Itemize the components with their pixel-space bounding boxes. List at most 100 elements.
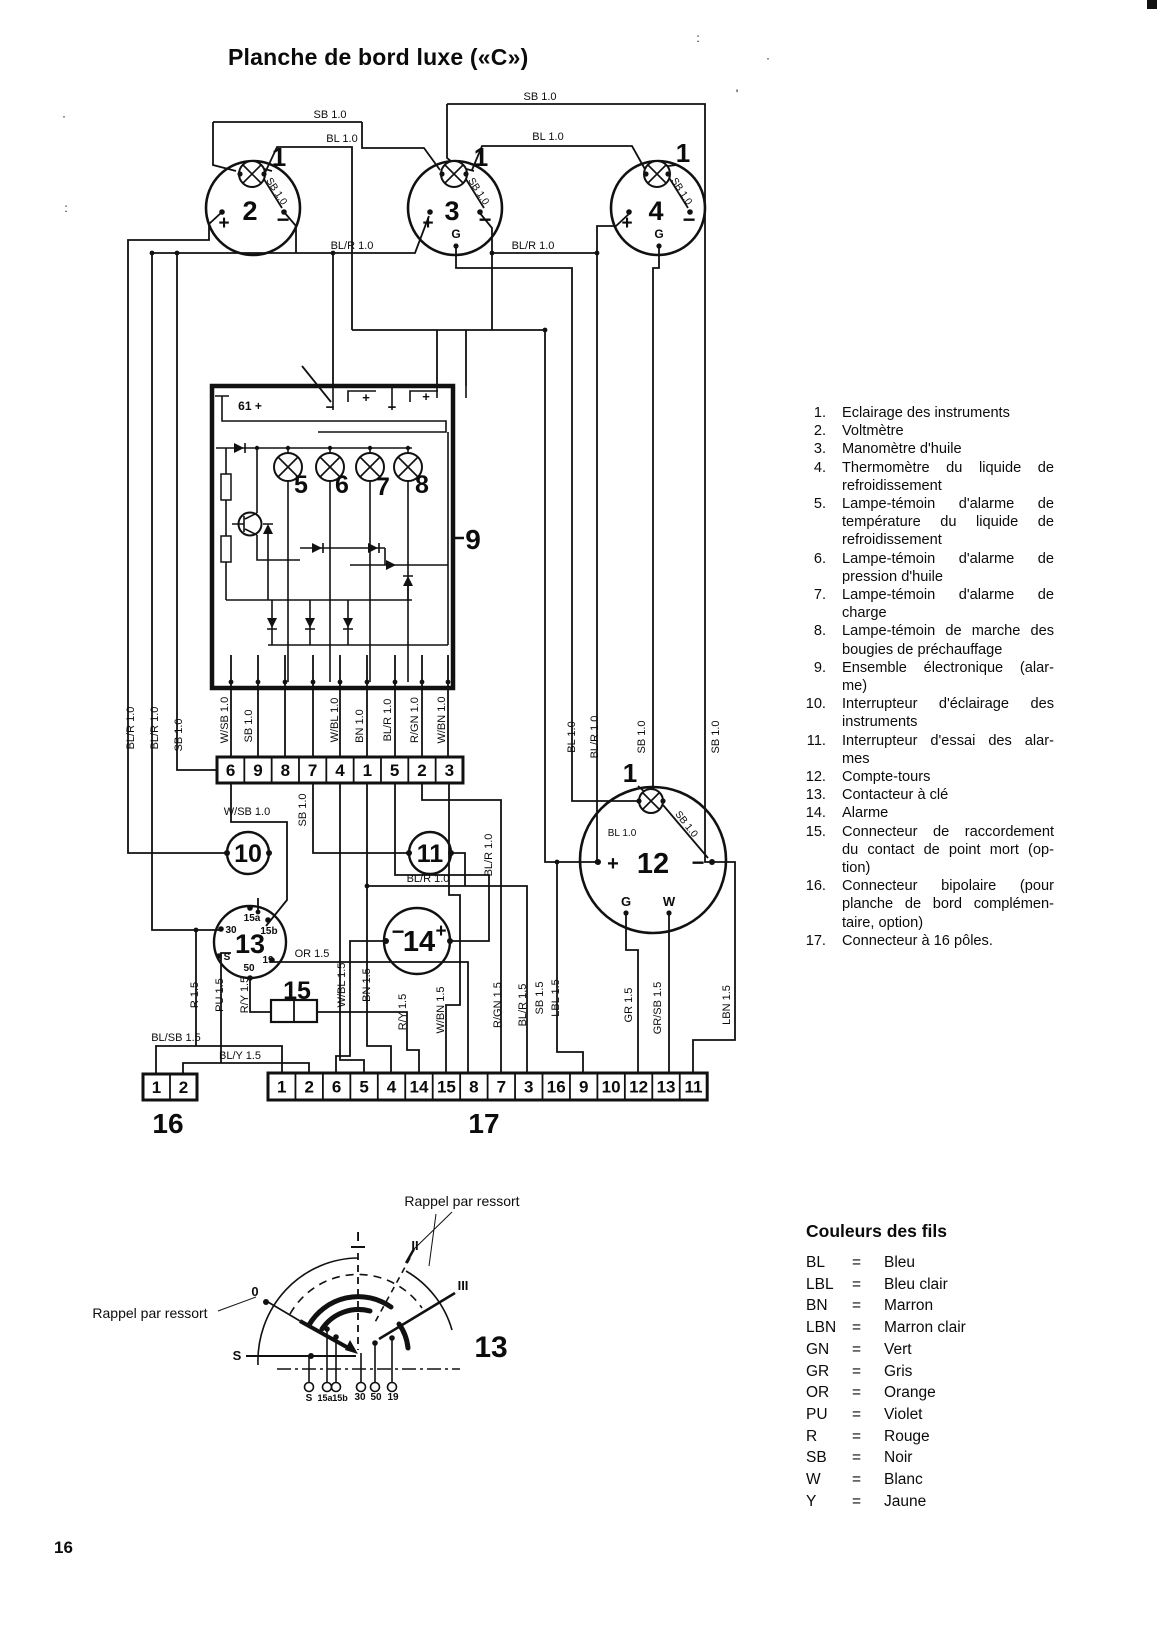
wire-color-name: Vert	[884, 1340, 912, 1358]
wire-color-eq: =	[852, 1254, 862, 1271]
wire-label: +	[422, 389, 430, 404]
wire-label: G	[654, 227, 663, 241]
wire-label: 7	[376, 473, 390, 501]
legend-item-number: 16.	[805, 878, 826, 895]
wire-label: BL/R 1.0	[483, 834, 495, 877]
wire-or	[272, 961, 469, 1073]
wire-color-name: Violet	[884, 1405, 923, 1423]
lamp-icon	[355, 452, 385, 482]
legend-item-number: 17.	[805, 932, 826, 949]
wire-label: −	[692, 850, 705, 875]
wire-label: BL 1.0	[566, 721, 578, 752]
wire-label: BL/R 1.0	[331, 240, 374, 252]
legend-item-text: Lampe-témoin d'alarme de	[842, 496, 1054, 513]
wire-label: :	[696, 31, 699, 45]
connector-pin: 8	[469, 1078, 478, 1097]
wire-color-row: BL=Bleu	[806, 1252, 966, 1274]
connector-pin: 3	[524, 1078, 533, 1097]
legend-item-text: me)	[842, 678, 868, 695]
wire-color-row: LBN=Marron clair	[806, 1317, 966, 1339]
wire-color-name: Rouge	[884, 1427, 930, 1445]
legend-item-number: 2.	[813, 423, 826, 440]
wire-color-name: Blanc	[884, 1471, 923, 1489]
wire-label: +	[607, 853, 619, 875]
wire-label: 1	[474, 142, 488, 172]
connector-pin: 5	[359, 1078, 368, 1097]
wire-label: +	[435, 921, 446, 942]
wire-label: BL/R 1.0	[125, 707, 137, 750]
legend-item-text: température du liquide de	[842, 514, 1054, 531]
wire-label: BN 1.0	[354, 709, 366, 743]
wire-label: 19	[262, 955, 274, 966]
wire-label: 0	[251, 1284, 258, 1299]
wire-blsb	[155, 1045, 283, 1076]
connector-pin: 1	[363, 761, 372, 780]
legend-item: 13.Contacteur à clé	[796, 786, 1058, 804]
lamp-icon	[315, 452, 345, 482]
legend-item-text: mes	[842, 750, 870, 767]
wire-label: SB 1.0	[173, 718, 185, 751]
legend-item-text: Eclairage des instruments	[842, 405, 1010, 421]
connector-pin: 11	[684, 1078, 702, 1097]
wire-label: 1	[623, 758, 637, 788]
wire-label: −	[326, 399, 335, 416]
wire-color-abbr: OR	[806, 1384, 830, 1402]
legend-item-text: Interrupteur d'éclairage des	[842, 696, 1054, 713]
wire-label: 3	[444, 196, 459, 226]
wire-label: LBN 1.5	[721, 985, 733, 1025]
wire-color-eq: =	[852, 1471, 862, 1489]
wire-label: 1	[676, 138, 690, 168]
wire-color-name: Gris	[884, 1362, 913, 1380]
legend-item-number: 9.	[813, 659, 826, 676]
wire-label: +	[422, 213, 433, 234]
wire-color-abbr: W	[806, 1471, 821, 1489]
legend-item: 12.Compte-tours	[796, 768, 1058, 786]
legend-item-text: taire, option)	[842, 914, 924, 931]
legend-item-number: 15.	[805, 823, 826, 840]
legend-item-text: Voltmètre	[842, 423, 904, 440]
wire-label: GR 1.5	[623, 988, 635, 1023]
wire-label: 16	[152, 1108, 183, 1139]
wire-label: 13	[474, 1331, 507, 1364]
legend-item-text: refroidissement	[842, 477, 942, 494]
wire-color-name: Marron clair	[884, 1319, 966, 1337]
connector-pin: 13	[657, 1078, 676, 1097]
connector-pin: 14	[410, 1078, 429, 1097]
wire-label: BL/R 1.0	[407, 873, 450, 885]
wire-color-name: Bleu clair	[884, 1275, 948, 1293]
wire-label: 15	[283, 977, 311, 1005]
legend-item-number: 14.	[805, 805, 826, 822]
wire-color-row: R=Rouge	[806, 1426, 966, 1448]
wire-label: R/Y 1.5	[397, 994, 409, 1031]
legend-item-text: refroidissement	[842, 532, 942, 549]
legend-item-text: Ensemble électronique (alar-	[842, 659, 1054, 676]
wire-label: +	[621, 213, 632, 234]
wire-color-eq: =	[852, 1275, 862, 1293]
wire-label: BN 1.5	[361, 968, 373, 1002]
wire-label: SB 1.0	[263, 176, 289, 208]
wire-label: BL 1.0	[532, 131, 563, 143]
wire-label: W/BN 1.5	[435, 986, 447, 1033]
wire-color-abbr: Y	[806, 1492, 817, 1510]
wire-label: 1	[272, 142, 286, 172]
wire-label: LBL 1.5	[550, 979, 562, 1017]
wire-color-name: Marron	[884, 1297, 934, 1315]
wire-label: 15b	[332, 1393, 348, 1403]
wire-label: SB 1.0	[636, 720, 648, 753]
legend-item-number: 13.	[805, 787, 826, 804]
wire-sb-10-11	[312, 783, 409, 854]
wire-label: '	[736, 87, 738, 101]
wire-label: PU 1.5	[214, 978, 226, 1012]
wire-label: W/BN 1.0	[436, 696, 448, 743]
wire-bl-right	[471, 145, 647, 172]
wire-color-eq: =	[852, 1362, 862, 1380]
wire-color-eq: =	[852, 1492, 862, 1510]
wire-label: 13	[235, 929, 265, 959]
lamp-icon	[238, 160, 266, 188]
